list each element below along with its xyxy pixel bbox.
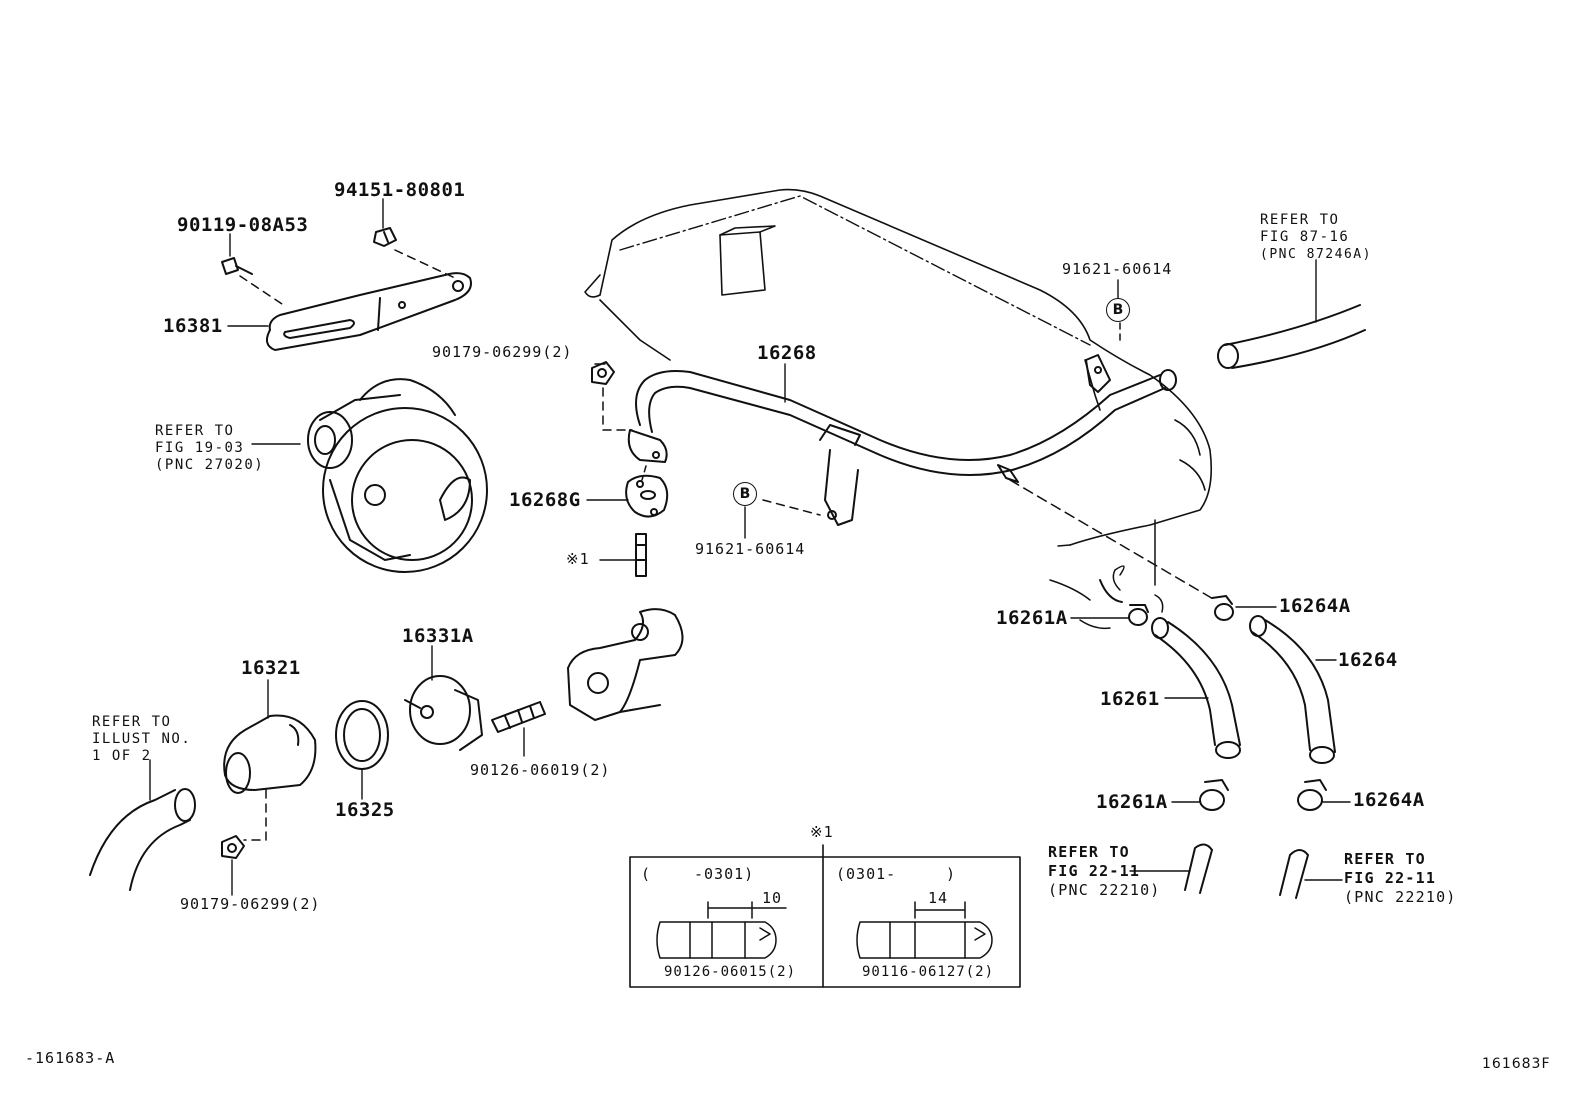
detail-stud-right — [856, 901, 993, 959]
part-label-16321[interactable]: 16321 — [241, 657, 301, 679]
hose-16264 — [1249, 615, 1336, 764]
detail-right-dim: 14 — [928, 889, 949, 907]
part-label-90119[interactable]: 90119-08A53 — [177, 214, 309, 236]
part-label-16261A-bottom[interactable]: 16261A — [1096, 791, 1168, 813]
ref-circle-b-left: B — [733, 482, 757, 506]
hose-16261 — [1151, 617, 1241, 759]
part-label-90116-06127[interactable]: 90116-06127(2) — [862, 964, 995, 980]
refer-illust-line3: 1 OF 2 — [92, 748, 152, 764]
refer-fig-87-16-line3: (PNC 87246A) — [1260, 247, 1372, 262]
figure-id-right: 161683F — [1482, 1056, 1551, 1072]
detail-right-range-start: (0301- — [836, 865, 897, 883]
pipe-end-left — [1184, 843, 1213, 894]
part-label-16261[interactable]: 16261 — [1100, 688, 1160, 710]
water-inlet — [223, 714, 317, 794]
engine-ridge — [619, 195, 1091, 346]
leader-lines — [149, 198, 1351, 896]
refer-22-right-line3: (PNC 22210) — [1344, 888, 1457, 906]
refer-22-right-line1: REFER TO — [1344, 850, 1426, 868]
radiator-hose — [89, 788, 196, 891]
part-label-91621-lower[interactable]: 91621-60614 — [695, 540, 806, 558]
part-label-16331A[interactable]: 16331A — [402, 625, 474, 647]
detail-left-range-end: -0301) — [694, 865, 755, 883]
part-label-90179-top[interactable]: 90179-06299(2) — [432, 343, 573, 361]
detail-left-range-open: ( — [641, 865, 652, 883]
hose-clamp-16261A-top — [1099, 579, 1149, 626]
part-label-16261A-top[interactable]: 16261A — [996, 607, 1068, 629]
part-label-16264A-top[interactable]: 16264A — [1279, 595, 1351, 617]
nut-90179-top — [591, 361, 615, 385]
part-label-90126-06015[interactable]: 90126-06015(2) — [664, 964, 797, 980]
stud-note1 — [635, 533, 647, 577]
refer-illust-1of2[interactable]: REFER TO ILLUST NO. 1 OF 2 — [92, 714, 191, 765]
refer-22-right-line2: FIG 22-11 — [1344, 869, 1437, 887]
part-label-16264[interactable]: 16264 — [1338, 649, 1398, 671]
part-label-91621-upper[interactable]: 91621-60614 — [1062, 260, 1173, 278]
detail-box-frame — [629, 844, 1021, 988]
part-label-16325[interactable]: 16325 — [335, 799, 395, 821]
refer-fig-87-16-line1: REFER TO — [1260, 212, 1340, 228]
hose-clamp-16261A-bottom — [1199, 779, 1229, 811]
water-outlet-housing — [567, 608, 684, 721]
refer-illust-line2: ILLUST NO. — [92, 731, 192, 747]
refer-22-left-line3: (PNC 22210) — [1048, 881, 1161, 899]
figure-id-left: -161683-A — [25, 1049, 116, 1067]
part-label-90126-06019[interactable]: 90126-06019(2) — [470, 761, 611, 779]
bypass-pipe — [627, 354, 1177, 526]
refer-fig-19-03[interactable]: REFER TO FIG 19-03 (PNC 27020) — [155, 423, 264, 474]
refer-fig-87-16[interactable]: REFER TO FIG 87-16 (PNC 87246A) — [1260, 212, 1372, 263]
part-label-16268[interactable]: 16268 — [757, 342, 817, 364]
bolt-90119 — [221, 257, 253, 275]
refer-fig-19-03-line2: FIG 19-03 — [155, 440, 245, 456]
part-label-94151[interactable]: 94151-80801 — [334, 179, 466, 201]
refer-fig-19-03-line3: (PNC 27020) — [155, 457, 265, 473]
pipe-end-right — [1279, 849, 1309, 899]
engine-lower-edge — [1049, 519, 1164, 630]
refer-22-left-line1: REFER TO — [1048, 843, 1130, 861]
refer-fig-22-11-left[interactable]: REFER TO FIG 22-11 (PNC 22210) — [1048, 843, 1161, 900]
part-label-16268G[interactable]: 16268G — [509, 489, 581, 511]
refer-22-left-line2: FIG 22-11 — [1048, 862, 1141, 880]
part-label-16264A-bottom[interactable]: 16264A — [1353, 789, 1425, 811]
refer-illust-line1: REFER TO — [92, 714, 172, 730]
stud-90126 — [491, 701, 546, 733]
detail-left-dim: 10 — [762, 889, 783, 907]
part-label-90179-bottom[interactable]: 90179-06299(2) — [180, 895, 321, 913]
detail-box-title: ※1 — [810, 823, 834, 841]
nut-94151 — [373, 227, 397, 247]
refer-fig-22-11-right[interactable]: REFER TO FIG 22-11 (PNC 22210) — [1344, 850, 1457, 907]
engine-outline — [584, 188, 1213, 546]
detail-right-range-close: ) — [946, 865, 957, 883]
gasket-16268G — [625, 474, 669, 518]
refer-fig-19-03-line1: REFER TO — [155, 423, 235, 439]
ref-circle-b-right: B — [1106, 298, 1130, 322]
refer-fig-87-16-line2: FIG 87-16 — [1260, 229, 1350, 245]
part-label-16381[interactable]: 16381 — [163, 315, 223, 337]
gasket-16325 — [335, 700, 389, 770]
detail-stud-left — [656, 901, 787, 959]
nut-90179-bottom — [221, 835, 245, 859]
heater-hose-top-right — [1217, 304, 1366, 369]
hose-clamp-16264A-top — [1211, 595, 1234, 621]
thermostat — [404, 675, 483, 751]
note-1-stud[interactable]: ※1 — [566, 550, 590, 568]
hose-clamp-16264A-bottom — [1297, 779, 1327, 811]
alternator — [307, 378, 488, 573]
alternator-bracket — [265, 272, 472, 351]
